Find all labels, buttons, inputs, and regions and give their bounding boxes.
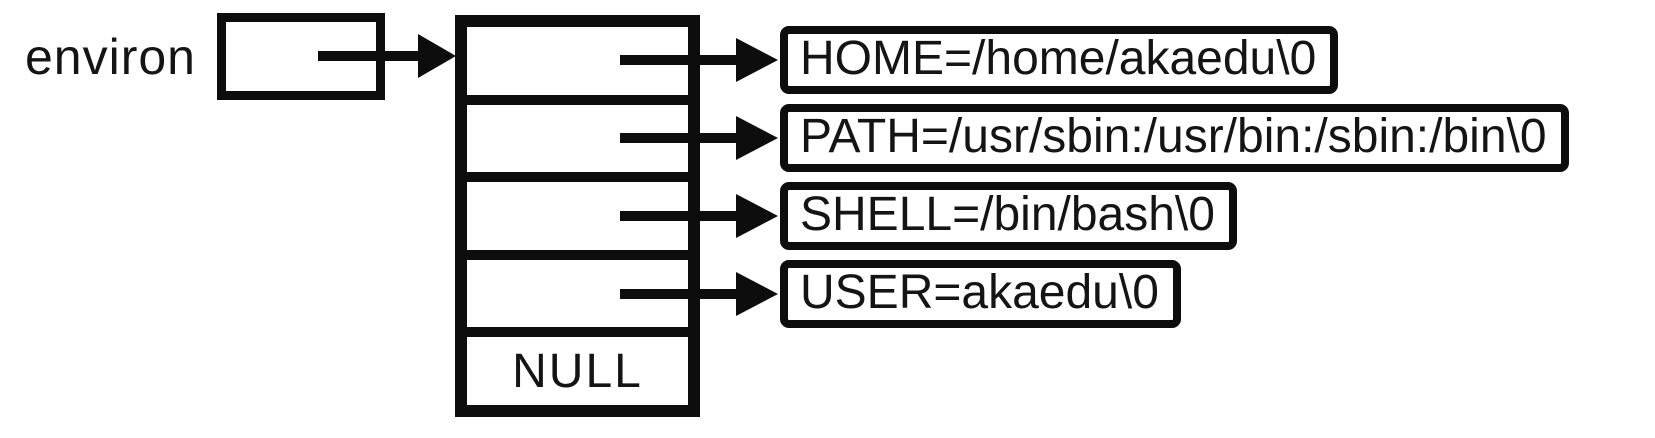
env-string-text: HOME=/home/akaedu\0 bbox=[800, 32, 1317, 85]
arrowhead-icon bbox=[736, 194, 778, 238]
arrowhead-icon bbox=[736, 38, 778, 82]
env-string-text: USER=akaedu\0 bbox=[800, 266, 1159, 319]
null-label: NULL bbox=[512, 344, 643, 398]
env-string-text: PATH=/usr/sbin:/usr/bin:/sbin:/bin\0 bbox=[800, 110, 1547, 163]
env-string-text: SHELL=/bin/bash\0 bbox=[800, 188, 1215, 241]
arrowhead-icon bbox=[736, 272, 778, 316]
array-cell-3 bbox=[467, 249, 688, 328]
array-cell-2 bbox=[467, 172, 688, 250]
arrowhead-icon bbox=[418, 34, 456, 78]
array-cell-null: NULL bbox=[467, 327, 688, 405]
env-string-box-shell: SHELL=/bin/bash\0 bbox=[780, 182, 1237, 250]
env-string-box-user: USER=akaedu\0 bbox=[780, 260, 1181, 328]
pointer-array: NULL bbox=[455, 15, 700, 417]
environ-label: environ bbox=[25, 29, 196, 85]
env-string-box-home: HOME=/home/akaedu\0 bbox=[780, 26, 1339, 94]
env-string-box-path: PATH=/usr/sbin:/usr/bin:/sbin:/bin\0 bbox=[780, 104, 1569, 172]
array-cell-0 bbox=[467, 27, 688, 95]
environ-pointer-box bbox=[217, 13, 385, 100]
arrowhead-icon bbox=[736, 116, 778, 160]
array-cell-1 bbox=[467, 94, 688, 173]
